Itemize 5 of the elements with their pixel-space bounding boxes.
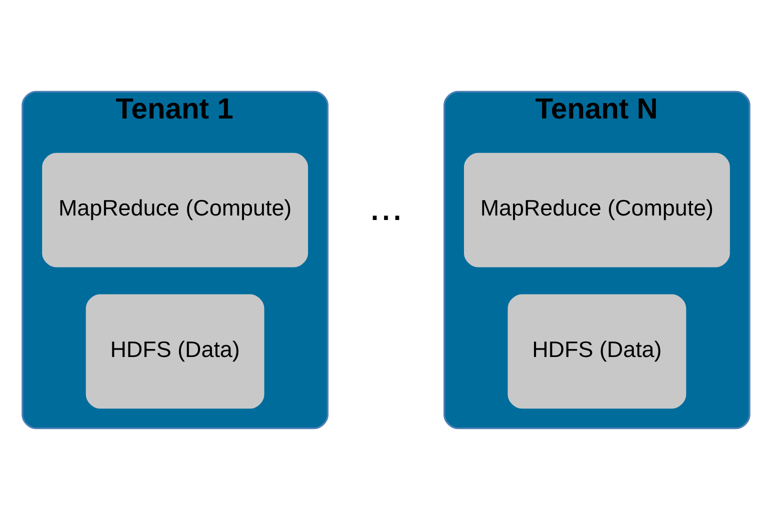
node-box: HDFS (Data) [507,294,686,408]
node-box: HDFS (Data) [85,294,264,408]
label: ... [368,182,402,228]
node-box: MapReduce (Compute) [42,152,308,267]
node-box: MapReduce (Compute) [463,152,730,267]
